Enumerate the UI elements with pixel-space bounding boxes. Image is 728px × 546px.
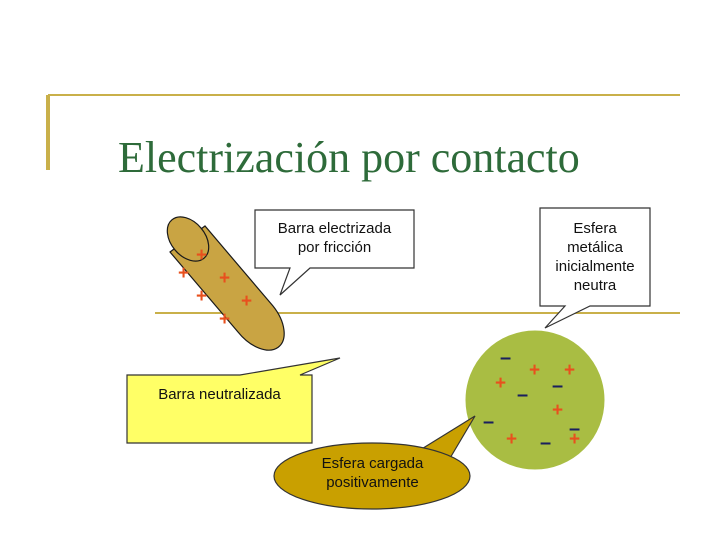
callout-rod-charged-text: Barra electrizada por fricción: [277, 220, 392, 256]
callout-rod-neutral-shape: [126, 357, 341, 444]
sphere-charge-minus: –: [483, 411, 495, 433]
rod-charge-plus: +: [196, 286, 208, 307]
charged-rod: [166, 216, 285, 351]
sphere-charge-plus: +: [552, 400, 564, 421]
rod-charge-plus: +: [196, 245, 208, 266]
sphere-charge-plus: +: [529, 360, 541, 381]
rod-charge-plus: +: [178, 263, 190, 284]
slide-title: Electrización por contacto: [118, 133, 580, 182]
callout-sphere-neutral-text: Esfera metálica inicialmente neutra: [555, 220, 635, 294]
sphere-charge-plus: +: [495, 373, 507, 394]
rod-charge-plus: +: [241, 291, 253, 312]
rod-charge-plus: +: [219, 309, 231, 330]
sphere-charge-plus: +: [564, 360, 576, 381]
sphere-charge-minus: –: [569, 418, 581, 440]
rod-end: [166, 216, 210, 262]
sphere-charge-minus: –: [517, 384, 529, 406]
callout-sphere-charged-shape: [273, 442, 471, 510]
sphere-charge-minus: –: [552, 375, 564, 397]
sphere-charge-plus: +: [569, 429, 581, 450]
callout-rod-neutral-text: Barra neutralizada: [158, 386, 281, 403]
metal-sphere: [464, 329, 606, 471]
sphere-charge-plus: +: [506, 429, 518, 450]
sphere-charge-minus: –: [500, 347, 512, 369]
callout-sphere-charged-text: Esfera cargada positivamente: [321, 455, 424, 491]
sphere-charge-minus: –: [540, 432, 552, 454]
rod-charge-plus: +: [219, 268, 231, 289]
callout-sphere-neutral-shape: [539, 207, 651, 329]
callout-rod-charged-shape: [254, 209, 415, 296]
